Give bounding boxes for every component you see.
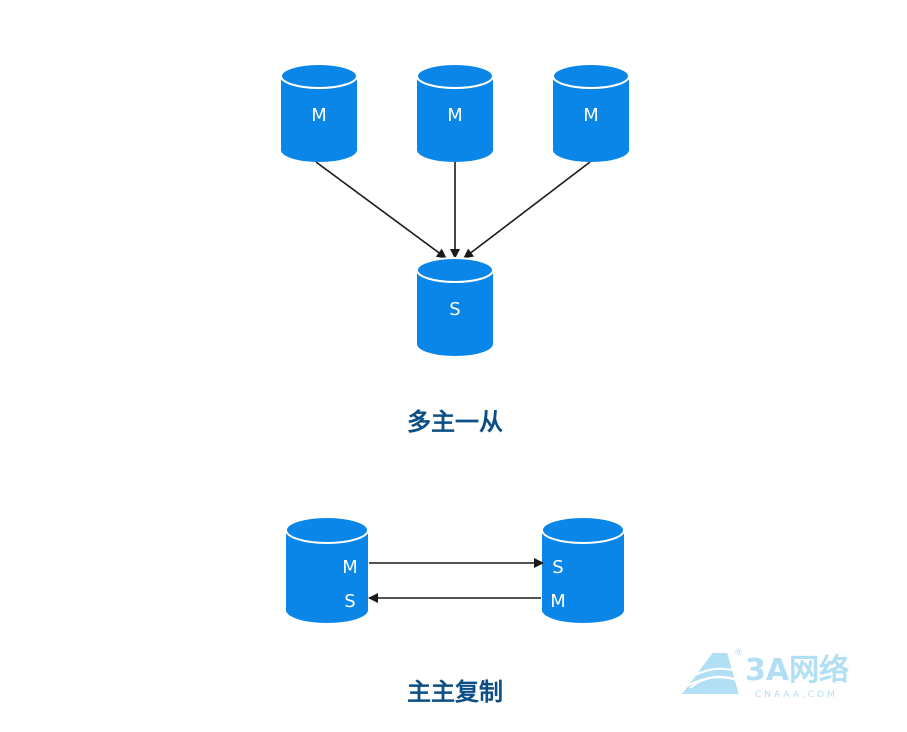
master-db-2: M — [416, 63, 494, 162]
logo-wordmark: 3A网络 — [745, 653, 849, 688]
master-db-1-label: M — [311, 105, 327, 126]
edge-master-1-to-slave — [315, 161, 447, 259]
master-db-3: M — [552, 63, 630, 162]
logo-wave-mark — [678, 651, 742, 696]
multi-master-section: M M M S 多主一从 — [280, 63, 630, 436]
left-db-bottom-label: S — [344, 591, 355, 612]
master-db-2-label: M — [447, 105, 463, 126]
slave-db-label: S — [449, 299, 460, 320]
master-db-3-label: M — [583, 105, 599, 126]
right-db-bottom-label: M — [550, 591, 566, 612]
left-db-top-label: M — [342, 557, 358, 578]
master-master-caption: 主主复制 — [407, 678, 503, 706]
multi-master-caption: 多主一从 — [407, 408, 503, 436]
right-db-top-label: S — [552, 557, 563, 578]
master-db-1: M — [280, 63, 358, 162]
logo-domain: CNAAA.COM — [755, 690, 838, 700]
edge-master-3-to-slave — [463, 161, 591, 259]
left-db: M S — [285, 516, 369, 623]
slave-db: S — [416, 257, 494, 356]
logo-registered-mark: ® — [734, 648, 743, 658]
master-master-section: M S S M 主主复制 — [285, 516, 625, 706]
right-db: S M — [541, 516, 625, 623]
watermark-logo: 3A网络 CNAAA.COM ® — [678, 648, 849, 700]
